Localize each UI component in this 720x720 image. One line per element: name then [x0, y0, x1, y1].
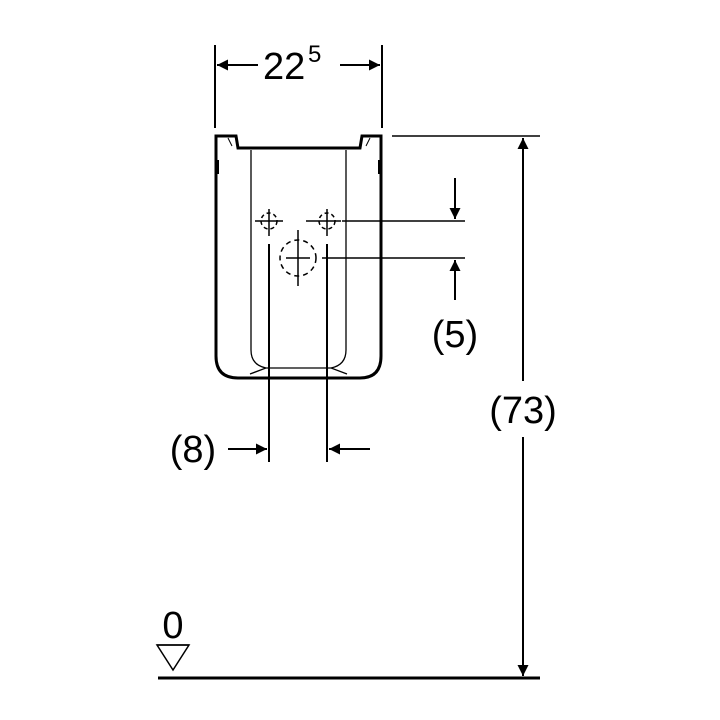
width-label: 22 — [263, 46, 305, 88]
tap-hole-right — [306, 209, 341, 236]
offset-dimension — [322, 178, 465, 300]
width-dimension — [214, 45, 383, 128]
floor-label: 0 — [162, 605, 183, 647]
floor-level-marker-icon — [155, 644, 191, 672]
waste-hole — [279, 230, 317, 286]
bidet-body — [214, 134, 383, 380]
height-label: (73) — [489, 390, 557, 432]
spacing-dimension — [228, 244, 370, 462]
spacing-label: (8) — [170, 429, 216, 471]
offset-label: (5) — [432, 314, 478, 356]
height-dimension — [392, 135, 540, 676]
tap-hole-left — [255, 209, 283, 236]
width-label-superscript: 5 — [308, 41, 321, 68]
